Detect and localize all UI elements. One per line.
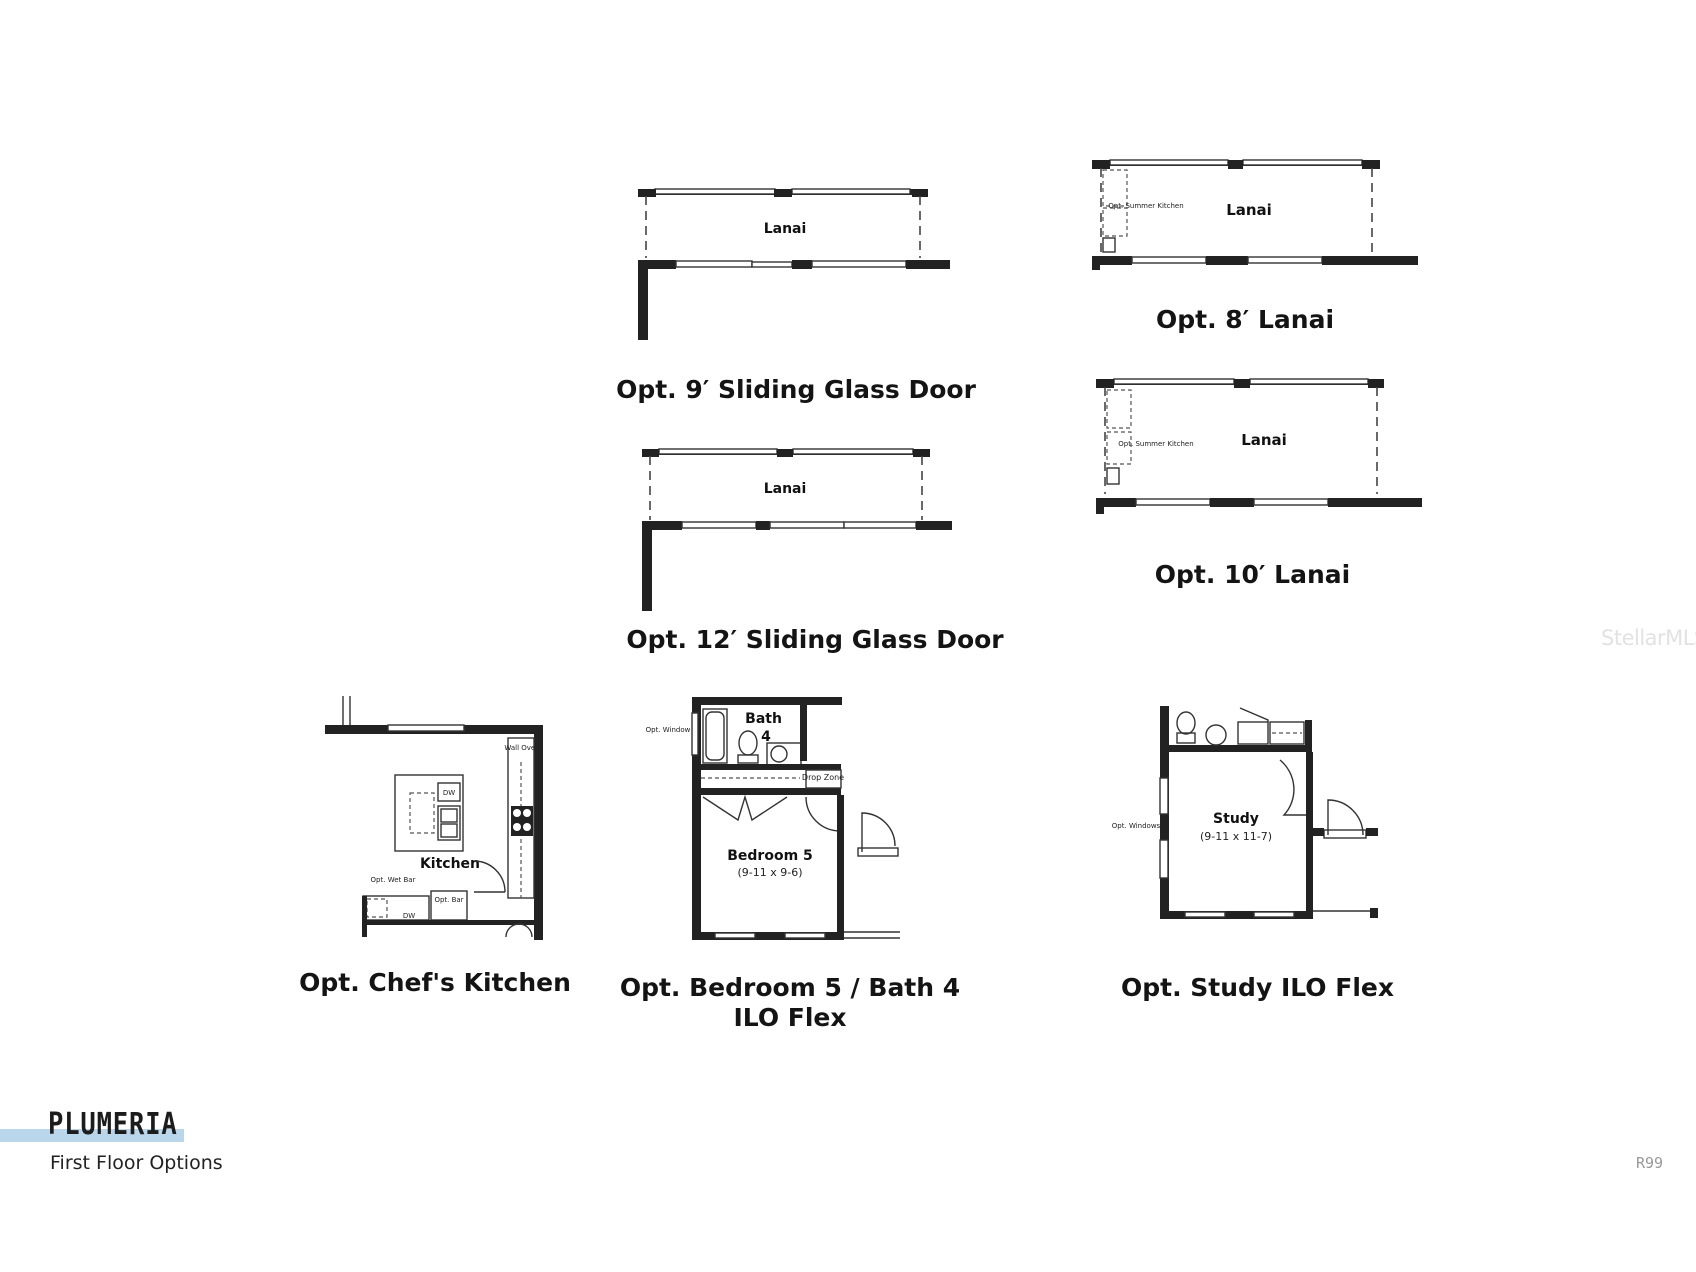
summer-kitchen-note: Opt. Summer Kitchen <box>1118 440 1193 448</box>
opt-bar-label: Opt. Bar <box>434 896 463 904</box>
wet-bar-label: Opt. Wet Bar <box>371 876 416 884</box>
plan-sgd-12: Lanai <box>642 448 952 611</box>
caption-chefs-kitchen: Opt. Chef's Kitchen <box>299 968 571 997</box>
study-label: Study <box>1213 811 1259 827</box>
lanai-label: Lanai <box>1241 431 1287 449</box>
caption-sgd-9: Opt. 9′ Sliding Glass Door <box>616 375 976 404</box>
caption-lanai-10: Opt. 10′ Lanai <box>1154 560 1351 589</box>
caption-bedroom5-line1: Opt. Bedroom 5 / Bath 4 <box>619 973 961 1002</box>
brand-accent-bar <box>0 1129 184 1142</box>
page-subtitle: First Floor Options <box>50 1152 223 1174</box>
opt-windows-label: Opt. Windows <box>1112 822 1161 830</box>
plan-bedroom5-bath4: Opt. Window Bath 4 Drop Zone Bedroom 5 (… <box>646 697 900 940</box>
brand-title: PLUMERIA <box>48 1107 178 1142</box>
opt-window-label: Opt. Window <box>646 726 691 734</box>
bedroom-dims: (9-11 x 9-6) <box>737 866 802 879</box>
bath-number: 4 <box>761 729 771 745</box>
bedroom-label: Bedroom 5 <box>727 848 813 864</box>
plan-sgd-9: Lanai <box>638 188 950 340</box>
bath-label: Bath 4 <box>745 711 787 745</box>
plan-lanai-10: Opt. Summer Kitchen Lanai <box>1096 378 1422 514</box>
plan-chefs-kitchen: Wall Oven DW Kitchen Opt. Wet Bar Opt. B… <box>325 696 543 940</box>
watermark: StellarMLS <box>1601 626 1696 650</box>
lanai-label: Lanai <box>1226 201 1272 219</box>
lanai-label: Lanai <box>764 481 807 497</box>
caption-study: Opt. Study ILO Flex <box>1121 973 1394 1002</box>
caption-sgd-12: Opt. 12′ Sliding Glass Door <box>626 625 1004 654</box>
kitchen-label: Kitchen <box>420 856 480 872</box>
bath-name: Bath <box>745 711 782 727</box>
plan-study-flex: Opt. Windows Study (9-11 x 11-7) <box>1112 706 1378 919</box>
plan-lanai-8: Opt. Summer Kitchen Lanai <box>1092 159 1418 270</box>
wall-oven-label: Wall Oven <box>504 744 539 752</box>
lanai-label: Lanai <box>764 221 807 237</box>
caption-bedroom5-line2: ILO Flex <box>733 1003 847 1032</box>
study-dims: (9-11 x 11-7) <box>1200 830 1272 843</box>
drop-zone-label: Drop Zone <box>802 773 844 782</box>
dw2-label: DW <box>403 912 415 920</box>
plan-code: R99 <box>1636 1154 1664 1172</box>
dw-label: DW <box>443 789 455 797</box>
caption-lanai-8: Opt. 8′ Lanai <box>1155 305 1335 334</box>
summer-kitchen-note: Opt. Summer Kitchen <box>1108 202 1183 210</box>
